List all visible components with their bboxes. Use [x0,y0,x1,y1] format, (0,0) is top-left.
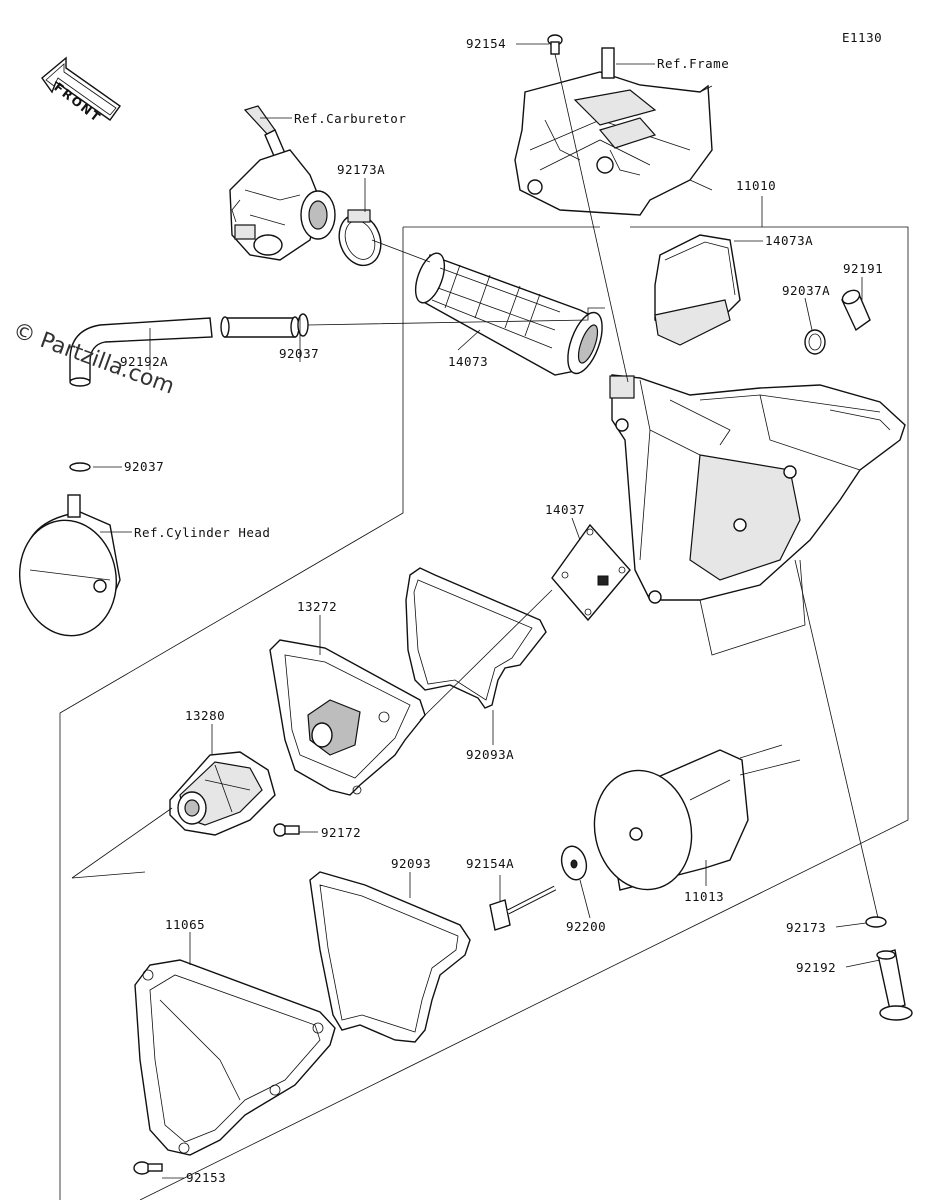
leader-lines [59,43,909,1200]
holder-13272 [269,639,426,796]
gasket-92093a [405,567,547,709]
washer-92200 [560,845,588,881]
label-11065[interactable]: 11065 [165,917,206,932]
label-13272[interactable]: 13272 [297,599,338,614]
label-92192a[interactable]: 92192A [120,354,169,369]
plate-14037 [551,523,631,622]
diagram-code: E1130 [842,30,883,45]
label-ref-carburetor[interactable]: Ref.Carburetor [294,111,407,126]
label-92093a[interactable]: 92093A [466,747,515,762]
intake-duct-14073 [414,252,603,376]
label-92192[interactable]: 92192 [796,960,837,975]
label-14073[interactable]: 14073 [448,354,489,369]
label-11013[interactable]: 11013 [684,889,725,904]
label-92093[interactable]: 92093 [391,856,432,871]
label-92037-upper[interactable]: 92037 [279,346,320,361]
label-92037-lower[interactable]: 92037 [124,459,165,474]
elbow-14073a [654,234,741,346]
screw-92154 [547,34,563,55]
cover-11065 [134,959,336,1156]
frame-reference [514,47,713,216]
label-92173a[interactable]: 92173A [337,162,386,177]
bolt-92154a [489,885,557,931]
label-ref-frame[interactable]: Ref.Frame [657,56,730,71]
clip-92173 [865,916,887,928]
front-arrow-icon [41,56,121,121]
cap-92191 [841,289,871,332]
air-cleaner-case-11010 [609,374,906,604]
label-92037a[interactable]: 92037A [782,283,831,298]
drain-plug-92192 [876,949,913,1021]
label-92154a[interactable]: 92154A [466,856,515,871]
label-14073a[interactable]: 14073A [765,233,814,248]
label-13280[interactable]: 13280 [185,708,226,723]
screw-92172 [273,823,300,837]
carburetor-reference [229,105,336,261]
label-92153[interactable]: 92153 [186,1170,227,1185]
bracket-13280 [169,751,276,836]
clip-92037-lower [69,462,91,472]
label-11010[interactable]: 11010 [736,178,777,193]
cylinder-head-reference [18,494,121,637]
label-92191[interactable]: 92191 [843,261,884,276]
label-ref-cylinder-head[interactable]: Ref.Cylinder Head [134,525,271,540]
label-92172[interactable]: 92172 [321,825,362,840]
screw-92153 [133,1161,163,1175]
label-92154[interactable]: 92154 [466,36,507,51]
label-14037[interactable]: 14037 [545,502,586,517]
air-filter-element-11013 [593,749,749,891]
label-92173[interactable]: 92173 [786,920,827,935]
clip-92037a [804,329,826,355]
clamp-92173a [338,209,382,267]
gasket-92093 [309,871,471,1043]
clip-92037-upper [297,313,309,337]
hose-92192a [69,316,300,387]
label-92200[interactable]: 92200 [566,919,607,934]
